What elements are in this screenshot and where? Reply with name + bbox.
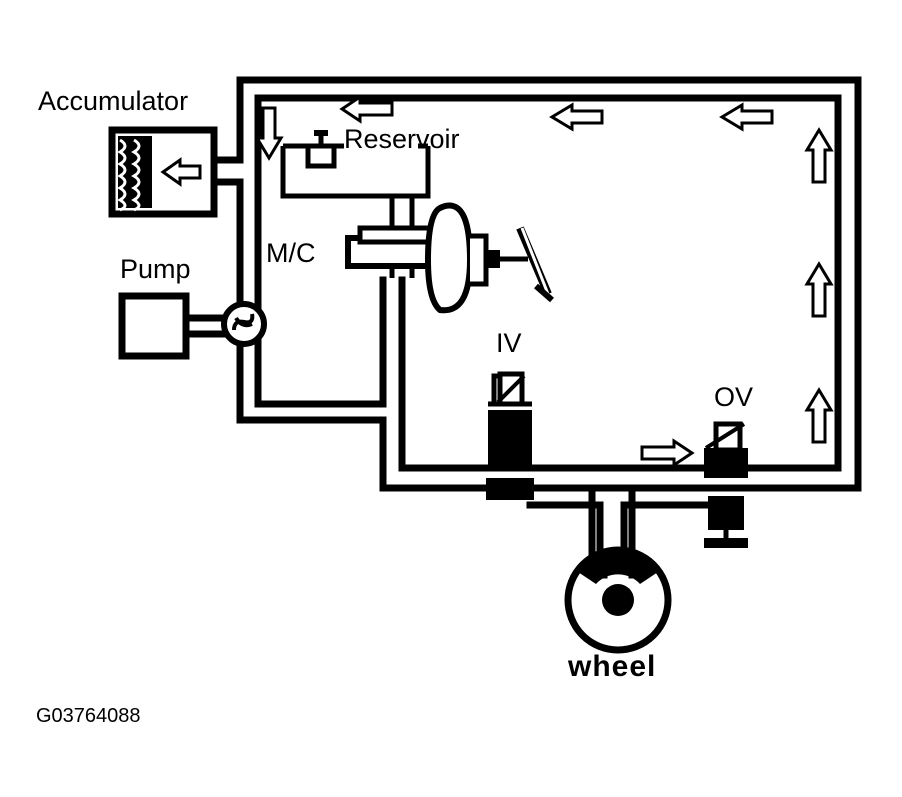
- master-cylinder: [345, 225, 435, 278]
- outlet-valve: [704, 421, 748, 548]
- flow-arrow-left-1: [339, 94, 394, 124]
- label-mc: M/C: [266, 238, 316, 268]
- accumulator-flow-arrow: [160, 157, 202, 187]
- accumulator-connection: [210, 156, 234, 186]
- label-reservoir: Reservoir: [344, 124, 460, 154]
- flow-arrow-right: [640, 438, 695, 468]
- return-line-inner: [236, 94, 842, 472]
- pump: [118, 292, 267, 360]
- pump-circuit: [236, 178, 716, 564]
- flow-arrow-left-2: [549, 102, 604, 132]
- label-pump: Pump: [120, 254, 191, 284]
- label-accumulator: Accumulator: [38, 86, 188, 116]
- wheel-hub-icon: [602, 584, 634, 616]
- inlet-valve: [486, 371, 534, 500]
- flow-arrow-up-3: [804, 387, 834, 444]
- label-iv: IV: [496, 328, 522, 358]
- reservoir: [280, 130, 431, 232]
- label-wheel: wheel: [567, 650, 656, 683]
- flow-arrow-down: [254, 106, 284, 161]
- label-ov: OV: [714, 382, 753, 412]
- figure-code: G03764088: [36, 705, 141, 727]
- flow-arrow-up-2: [804, 261, 834, 318]
- reservoir-cap-icon: [305, 143, 337, 169]
- brake-pedal: [516, 226, 554, 303]
- flow-arrows: [254, 94, 834, 468]
- flow-arrow-left-3: [719, 102, 774, 132]
- flow-arrow-up-1: [804, 127, 834, 184]
- brake-booster: [424, 202, 528, 314]
- accumulator: [108, 126, 218, 218]
- wheel: [564, 546, 672, 654]
